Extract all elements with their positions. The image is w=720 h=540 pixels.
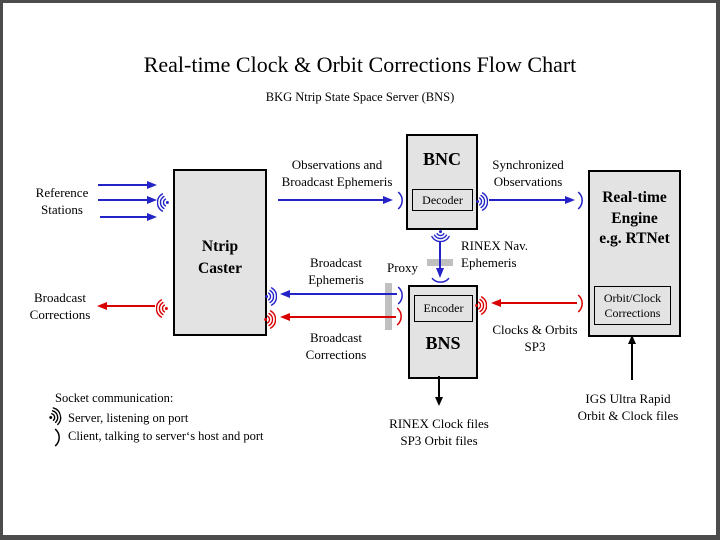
- rinex-nav-ephemeris-label: RINEX Nav. Ephemeris: [461, 238, 529, 270]
- arrow-igs-to-engine: [627, 335, 637, 380]
- client-socket-icon: [577, 191, 583, 210]
- rinex-clock-files-label: RINEX Clock files SP3 Orbit files: [389, 416, 489, 448]
- arrow-refstation-1: [98, 180, 157, 190]
- page-title: Real-time Clock & Orbit Corrections Flow…: [143, 52, 577, 77]
- server-socket-icon: [474, 296, 487, 315]
- client-socket-icon: [396, 307, 402, 326]
- bns-label: BNS: [425, 333, 461, 353]
- arrow-engine-to-bns-clocks: [491, 298, 577, 308]
- orbit-clock-corrections-box: Orbit/Clock Corrections: [594, 286, 671, 325]
- synchronized-observations-label: Synchronized Observations: [492, 157, 564, 189]
- firewall-bar: [385, 283, 392, 330]
- encoder-label: Encoder: [423, 301, 464, 315]
- server-socket-icon: [157, 193, 170, 212]
- arrow-refstation-2: [98, 195, 157, 205]
- ntrip-caster-box: Ntrip Caster: [173, 169, 267, 336]
- legend-client-text: Client, talking to server‘s host and por…: [68, 429, 264, 443]
- realtime-engine-label: Real-time Engine e.g. RTNet: [599, 189, 670, 247]
- client-socket-icon: [397, 286, 403, 305]
- server-socket-icon: [264, 287, 277, 306]
- page-subtitle: BKG Ntrip State Space Server (BNS): [265, 90, 455, 104]
- arrow-bnc-to-engine: [489, 195, 575, 205]
- bnc-box: BNC Decoder: [406, 134, 478, 230]
- legend-heading: Socket communication:: [55, 391, 174, 405]
- observations-broadcast-ephemeris-label: Observations and Broadcast Ephemeris: [281, 157, 393, 189]
- client-socket-icon: [54, 428, 60, 447]
- client-socket-icon: [431, 277, 449, 283]
- client-socket-icon: [577, 294, 583, 313]
- server-socket-icon: [475, 192, 488, 211]
- arrow-caster-broadcast-corrections-out: [97, 301, 155, 311]
- server-socket-icon: [46, 405, 64, 427]
- decoder-box: Decoder: [412, 189, 473, 211]
- server-socket-icon: [430, 229, 450, 242]
- ntrip-caster-label: Ntrip Caster: [198, 237, 242, 277]
- arrow-bns-to-caster-ephemeris: [280, 289, 397, 299]
- igs-ultra-rapid-label: IGS Ultra Rapid Orbit & Clock files: [577, 391, 679, 423]
- orbit-clock-corrections-label: Orbit/Clock Corrections: [603, 290, 662, 320]
- arrow-bnc-to-bns: [435, 241, 445, 278]
- encoder-box: Encoder: [414, 295, 473, 322]
- proxy-label: Proxy: [387, 260, 419, 275]
- realtime-engine-box: Real-time Engine e.g. RTNet Orbit/Clock …: [588, 170, 681, 337]
- arrow-caster-to-bnc: [278, 195, 393, 205]
- broadcast-corrections-mid-label: Broadcast Corrections: [305, 330, 367, 362]
- legend-server-text: Server, listening on port: [68, 411, 189, 425]
- decoder-label: Decoder: [422, 192, 463, 207]
- arrow-bns-to-caster-corrections: [280, 312, 396, 322]
- bnc-label: BNC: [422, 149, 461, 169]
- client-socket-icon: [397, 191, 403, 210]
- broadcast-ephemeris-mid-label: Broadcast Ephemeris: [308, 255, 364, 287]
- broadcast-corrections-left-label: Broadcast Corrections: [29, 290, 91, 322]
- arrow-refstation-3: [100, 212, 157, 222]
- reference-stations-label: Reference Stations: [35, 185, 89, 217]
- arrow-bns-to-files: [434, 376, 444, 406]
- server-socket-icon: [156, 299, 169, 318]
- bns-box: Encoder BNS: [408, 285, 478, 379]
- server-socket-icon: [263, 310, 276, 329]
- clocks-orbits-sp3-label: Clocks & Orbits SP3: [492, 322, 578, 354]
